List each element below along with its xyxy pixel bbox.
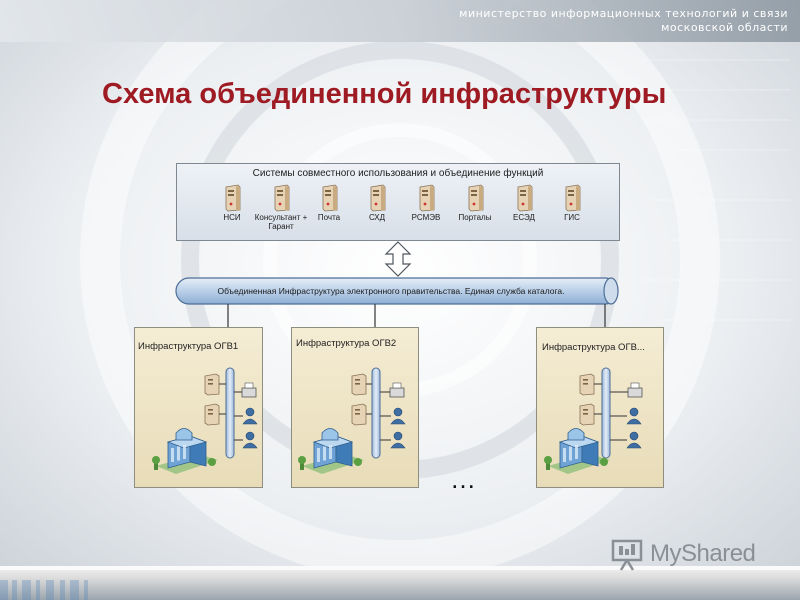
server-icon [351, 403, 367, 426]
ministry-line-2: московской области [661, 21, 788, 34]
server-icon [225, 184, 241, 212]
shared-system-item: РСМЭВ [396, 184, 456, 222]
user-icon [242, 407, 258, 425]
user-icon [390, 407, 406, 425]
fax-icon [389, 382, 405, 398]
fax-icon [241, 382, 257, 398]
shared-systems-panel: Системы совместного использования и объе… [176, 163, 620, 241]
ellipsis: … [450, 464, 479, 494]
ministry-header: министерство информационных технологий и… [428, 7, 788, 35]
user-icon [626, 407, 642, 425]
server-icon [351, 373, 367, 396]
egov-bus [175, 277, 619, 305]
shared-system-item: СХД [347, 184, 407, 222]
server-icon [419, 184, 435, 212]
shared-system-label: ГИС [564, 213, 580, 222]
shared-system-item: НСИ [202, 184, 262, 222]
shared-system-item: Почта [299, 184, 359, 222]
server-icon [579, 403, 595, 426]
ogv-label-3: Инфраструктура ОГВ... [542, 342, 645, 353]
watermark: MyShared [610, 536, 780, 572]
bus-label: Объединенная Инфраструктура электронного… [217, 286, 565, 296]
shared-system-item: Порталы [445, 184, 505, 222]
shared-system-label: Порталы [458, 213, 492, 222]
watermark-text: MyShared [650, 540, 756, 567]
shared-system-item: ГИС [542, 184, 602, 222]
ogv-internal-2 [298, 367, 406, 474]
building-icon [544, 428, 610, 474]
building-icon [298, 428, 364, 474]
fax-icon [627, 382, 643, 398]
shared-system-label: НСИ [223, 213, 241, 222]
ogv-label-2: Инфраструктура ОГВ2 [296, 338, 397, 349]
server-icon [204, 373, 220, 396]
shared-systems-caption: Системы совместного использования и объе… [252, 168, 544, 179]
server-icon [565, 184, 581, 212]
server-icon [579, 373, 595, 396]
shared-system-item: Консультант + Гарант [251, 184, 311, 231]
user-icon [390, 431, 406, 449]
shared-system-label: Почта [317, 213, 341, 222]
double-arrow-icon [384, 241, 412, 277]
ogv-vertical-bus [371, 367, 381, 459]
server-icon [370, 184, 386, 212]
server-icon [322, 184, 338, 212]
ministry-line-1: министерство информационных технологий и… [459, 7, 788, 20]
building-icon [152, 428, 218, 474]
shared-system-label: РСМЭВ [411, 213, 441, 222]
ogv-internal-3 [544, 367, 643, 474]
server-icon [274, 184, 290, 212]
ogv-vertical-bus [601, 367, 611, 459]
ogv-internal-1 [152, 367, 258, 474]
ogv-vertical-bus [225, 367, 235, 459]
slide-title: Схема объединенной инфраструктуры [102, 78, 667, 110]
shared-system-item: ЕСЭД [494, 184, 554, 222]
server-icon [517, 184, 533, 212]
user-icon [626, 431, 642, 449]
server-icon [204, 403, 220, 426]
shared-system-label: Консультант + Гарант [254, 213, 308, 231]
user-icon [242, 431, 258, 449]
ogv-label-1: Инфраструктура ОГВ1 [138, 341, 239, 352]
shared-system-label: ЕСЭД [513, 213, 535, 222]
server-icon [468, 184, 484, 212]
presentation-board-icon [611, 539, 643, 571]
shared-system-label: СХД [368, 213, 386, 222]
